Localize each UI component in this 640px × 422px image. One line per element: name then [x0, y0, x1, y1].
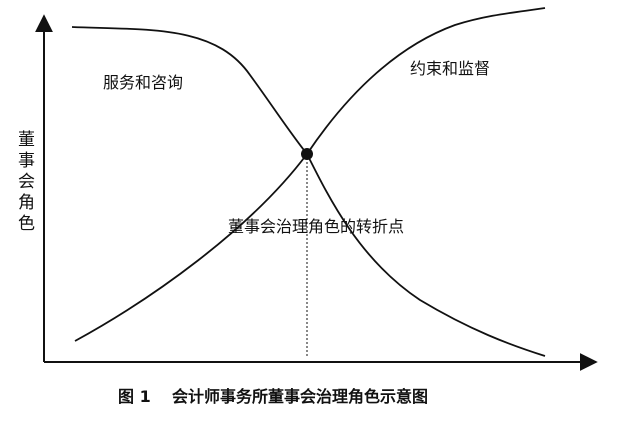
y-axis-label-char: 董 [18, 130, 35, 150]
y-axis-label-char: 事 [18, 151, 35, 171]
turning-point-marker [301, 148, 313, 160]
service-consulting-label: 服务和咨询 [103, 73, 183, 92]
y-axis-label-char: 色 [18, 214, 35, 234]
constraint-supervision-curve [74, 7, 546, 342]
y-axis-label-char: 会 [18, 172, 35, 192]
turning-point-label: 董事会治理角色的转折点 [228, 217, 404, 236]
y-axis-label-char: 角 [18, 193, 35, 213]
figure-caption: 图 1 会计师事务所董事会治理角色示意图 [118, 387, 428, 406]
figure-title: 会计师事务所董事会治理角色示意图 [172, 387, 428, 406]
figure-number: 图 1 [118, 387, 151, 406]
constraint-supervision-label: 约束和监督 [410, 59, 490, 78]
y-axis-label: 董 事 会 角 色 [18, 130, 35, 234]
